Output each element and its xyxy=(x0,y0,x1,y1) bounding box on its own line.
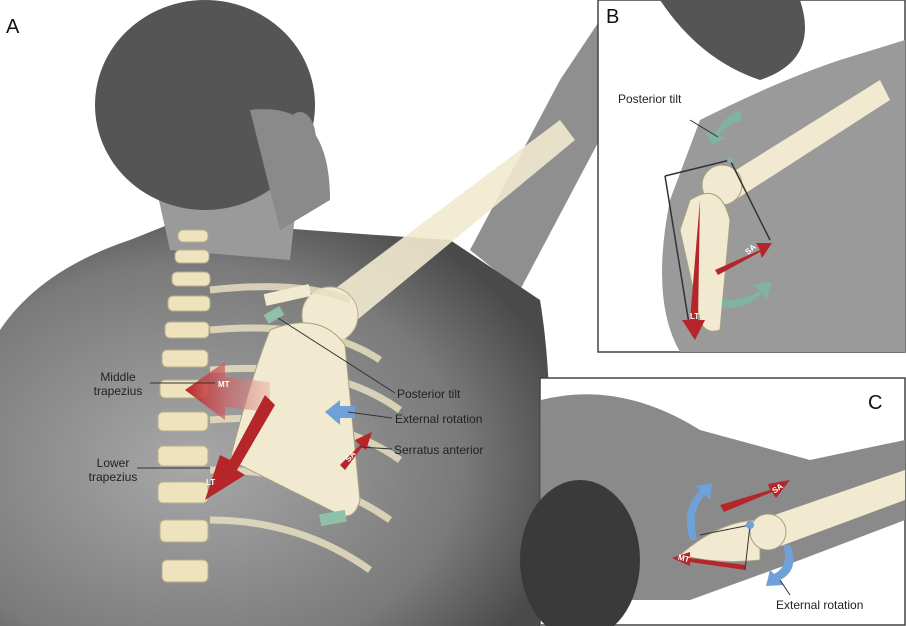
face xyxy=(250,109,330,230)
panel-c-letter: C xyxy=(868,392,883,414)
label-posterior-tilt: Posterior tilt xyxy=(397,387,461,401)
posterior-tilt-marker xyxy=(263,306,285,324)
panel-c-illustration xyxy=(520,394,905,626)
tag-lt: LT xyxy=(206,478,216,487)
panel-b-illustration xyxy=(660,0,905,352)
clavicle xyxy=(263,284,312,306)
head xyxy=(95,0,315,210)
spine xyxy=(157,229,211,583)
label-serratus-anterior: Serratus anterior xyxy=(394,443,484,457)
label-b-posterior-tilt: Posterior tilt xyxy=(618,92,682,106)
label-lower-trapezius: Lower trapezius xyxy=(88,456,138,484)
leader-lines xyxy=(137,317,396,469)
panel-a-letter: A xyxy=(6,16,20,38)
humerus-bone xyxy=(320,120,575,330)
label-c-external-rotation: External rotation xyxy=(776,598,864,612)
middle-trapezius-arrow xyxy=(185,362,270,420)
lower-trapezius-arrow xyxy=(205,395,275,500)
panel-b-letter: B xyxy=(606,6,620,28)
external-rotation-arrow xyxy=(325,400,355,425)
label-external-rotation: External rotation xyxy=(395,412,483,426)
inferior-angle-marker xyxy=(319,509,347,527)
tag-mt: MT xyxy=(218,380,230,389)
label-middle-trapezius: Middle trapezius xyxy=(93,370,143,398)
tag-b-lt: LT xyxy=(690,312,700,321)
serratus-anterior-arrow xyxy=(340,432,372,470)
